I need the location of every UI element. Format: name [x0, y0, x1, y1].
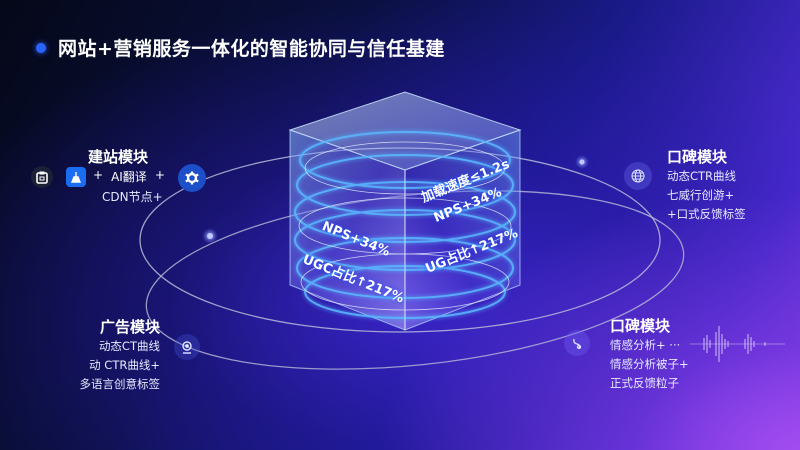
- module-ads: 广告模块 动态CT曲线 动 CTR曲线+ 多语言创意标签: [70, 316, 161, 394]
- module-site-cdn: CDN节点+: [102, 190, 163, 204]
- module-site-line1: + AI翻译 +: [93, 168, 165, 185]
- module-line: 动态CT曲线: [98, 339, 160, 353]
- title-bullet-dot: [36, 42, 46, 53]
- module-reputation-bottom: 口碑模块 情感分析+ ··· 情感分析被子+ 正式反馈粒子: [610, 315, 689, 393]
- module-site-ai-translate: AI翻译: [111, 170, 147, 184]
- module-line: 动 CTR曲线+: [89, 358, 160, 372]
- module-line: 七威行创游+: [667, 188, 735, 202]
- module-ads-title: 广告模块: [99, 318, 160, 336]
- clipboard-icon[interactable]: [31, 166, 53, 188]
- module-line: +口式反馈标签: [667, 207, 746, 221]
- waveform-graphic: [690, 326, 785, 362]
- plus-sign: +: [154, 168, 165, 182]
- module-line: 情感分析+ ···: [610, 338, 681, 352]
- module-site: 建站模块: [88, 146, 148, 167]
- location-pin-icon[interactable]: [174, 334, 200, 360]
- module-reputation-top: 口碑模块 动态CTR曲线 七威行创游+ +口式反馈标签: [667, 146, 746, 224]
- broom-icon[interactable]: [66, 167, 86, 187]
- page-title: 网站+营销服务一体化的智能协同与信任基建: [58, 38, 445, 60]
- sentiment-icon[interactable]: [564, 330, 590, 356]
- module-line: 正式反馈粒子: [610, 376, 679, 390]
- module-site-title: 建站模块: [88, 148, 149, 166]
- module-reputation-top-title: 口碑模块: [667, 148, 728, 166]
- globe-icon[interactable]: [624, 162, 652, 190]
- glass-cube: [288, 91, 522, 331]
- module-line: 情感分析被子+: [610, 357, 689, 371]
- module-line: 多语言创意标签: [79, 377, 161, 391]
- title-row: 网站+营销服务一体化的智能协同与信任基建: [36, 34, 445, 61]
- gear-icon[interactable]: [178, 164, 206, 192]
- plus-sign: +: [93, 168, 104, 182]
- module-reputation-bottom-title: 口碑模块: [610, 317, 671, 335]
- module-line: 动态CTR曲线: [667, 169, 737, 183]
